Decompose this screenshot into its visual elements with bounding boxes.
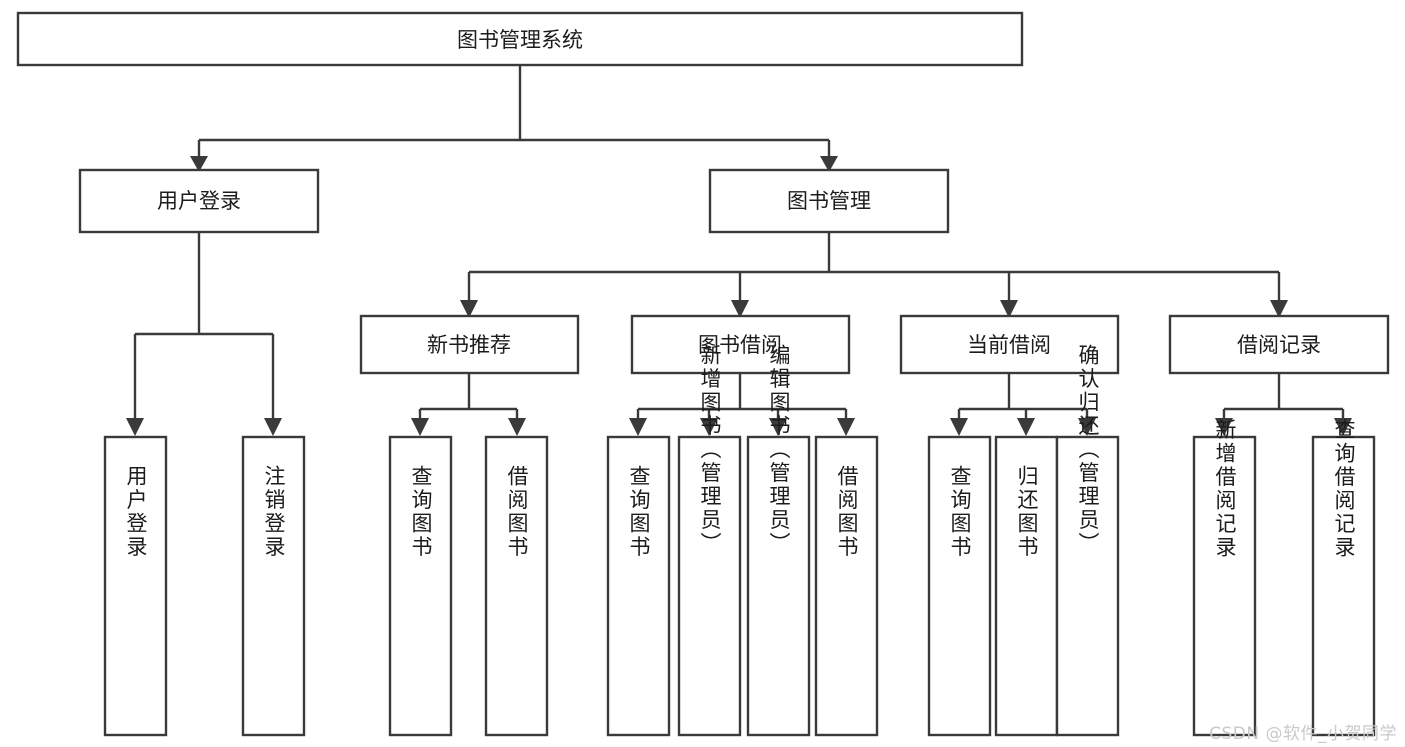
root-label: 图书管理系统 bbox=[457, 28, 583, 52]
edge-layer bbox=[126, 65, 1352, 436]
node-leaf-logout[interactable]: 注销登录 bbox=[241, 435, 306, 737]
arrow-to-leaf-query-book-1 bbox=[411, 418, 429, 436]
leaf-confirm-return-box[interactable] bbox=[1055, 435, 1120, 737]
node-leaf-query-book-3[interactable]: 查询图书 bbox=[927, 435, 992, 737]
arrow-to-leaf-query-record bbox=[1334, 418, 1352, 436]
edge-root-trunk bbox=[197, 65, 831, 160]
leaf-edit-book-box[interactable] bbox=[746, 435, 811, 737]
node-leaf-edit-book[interactable]: 编辑图书（管理员） bbox=[746, 344, 811, 737]
arrow-to-leaf-confirm-return bbox=[1078, 418, 1096, 436]
leaf-query-book-2-label: 查询图书 bbox=[627, 465, 651, 559]
arrow-to-leaf-user-login bbox=[126, 418, 144, 436]
arrow-to-leaf-borrow-book-2 bbox=[837, 418, 855, 436]
user-login-label: 用户登录 bbox=[157, 189, 241, 213]
borrow-record-label: 借阅记录 bbox=[1237, 333, 1321, 357]
borrow-record-box[interactable] bbox=[1168, 314, 1390, 375]
leaf-edit-book-label: 编辑图书（管理员） bbox=[767, 344, 791, 556]
leaf-user-login-label: 用户登录 bbox=[124, 465, 148, 559]
new-book-recommend-box[interactable] bbox=[359, 314, 580, 375]
leaf-query-record-box[interactable] bbox=[1311, 435, 1376, 737]
leaf-query-book-1-box[interactable] bbox=[388, 435, 453, 737]
arrow-to-current-borrow bbox=[1000, 300, 1018, 318]
node-leaf-borrow-book-2[interactable]: 借阅图书 bbox=[814, 435, 879, 737]
arrow-to-leaf-borrow-book-1 bbox=[508, 418, 526, 436]
leaf-confirm-return-label: 确认归还（管理员） bbox=[1076, 344, 1100, 556]
leaf-query-book-1-label: 查询图书 bbox=[409, 465, 433, 559]
node-leaf-return-book[interactable]: 归还图书 bbox=[994, 435, 1059, 737]
node-leaf-query-record[interactable]: 查询借阅记录 bbox=[1311, 419, 1376, 737]
arrow-to-leaf-return-book bbox=[1017, 418, 1035, 436]
book-borrow-box[interactable] bbox=[630, 314, 851, 375]
node-book-borrow[interactable]: 图书借阅 bbox=[630, 314, 851, 375]
edge-book-manage-trunk bbox=[467, 232, 1281, 306]
arrow-to-leaf-query-book-2 bbox=[629, 418, 647, 436]
leaf-query-book-3-box[interactable] bbox=[927, 435, 992, 737]
node-current-borrow[interactable]: 当前借阅 bbox=[899, 314, 1120, 375]
book-borrow-label: 图书借阅 bbox=[698, 333, 782, 357]
leaf-query-book-2-box[interactable] bbox=[606, 435, 671, 737]
current-borrow-box[interactable] bbox=[899, 314, 1120, 375]
leaf-query-book-3-label: 查询图书 bbox=[948, 465, 972, 559]
node-root[interactable]: 图书管理系统 bbox=[16, 11, 1024, 67]
node-new-book-recommend[interactable]: 新书推荐 bbox=[359, 314, 580, 375]
leaf-query-record-label: 查询借阅记录 bbox=[1332, 419, 1356, 560]
arrow-to-book-borrow bbox=[731, 300, 749, 318]
edge-borrow-record-trunk bbox=[1222, 373, 1345, 424]
node-leaf-add-record[interactable]: 新增借阅记录 bbox=[1192, 419, 1257, 737]
leaf-add-book-label: 新增图书（管理员） bbox=[698, 344, 722, 556]
leaf-logout-box[interactable] bbox=[241, 435, 306, 737]
leaf-user-login-box[interactable] bbox=[103, 435, 168, 737]
book-manage-box[interactable] bbox=[708, 168, 950, 234]
arrow-to-book-manage bbox=[820, 156, 838, 172]
leaf-return-book-label: 归还图书 bbox=[1015, 465, 1039, 559]
user-login-box[interactable] bbox=[78, 168, 320, 234]
leaf-borrow-book-2-box[interactable] bbox=[814, 435, 879, 737]
new-book-recommend-label: 新书推荐 bbox=[427, 333, 511, 357]
arrow-to-leaf-query-book-3 bbox=[950, 418, 968, 436]
book-manage-label: 图书管理 bbox=[787, 189, 871, 213]
csdn-watermark: CSDN @软件_小贺同学 bbox=[1209, 724, 1397, 744]
node-leaf-borrow-book-1[interactable]: 借阅图书 bbox=[484, 435, 549, 737]
node-leaf-add-book[interactable]: 新增图书（管理员） bbox=[677, 344, 742, 737]
leaf-add-book-box[interactable] bbox=[677, 435, 742, 737]
node-borrow-record[interactable]: 借阅记录 bbox=[1168, 314, 1390, 375]
edge-user-login-trunk bbox=[133, 232, 275, 424]
arrow-to-user-login bbox=[190, 156, 208, 172]
arrow-to-leaf-logout bbox=[264, 418, 282, 436]
arrow-to-new-book-recommend bbox=[460, 300, 478, 318]
edge-book-borrow-trunk bbox=[636, 373, 848, 424]
node-user-login[interactable]: 用户登录 bbox=[78, 168, 320, 234]
leaf-borrow-book-1-box[interactable] bbox=[484, 435, 549, 737]
node-leaf-confirm-return[interactable]: 确认归还（管理员） bbox=[1055, 344, 1120, 737]
node-leaf-query-book-1[interactable]: 查询图书 bbox=[388, 435, 453, 737]
node-leaf-query-book-2[interactable]: 查询图书 bbox=[606, 435, 671, 737]
leaf-add-record-label: 新增借阅记录 bbox=[1213, 419, 1237, 560]
arrow-to-leaf-add-book bbox=[700, 418, 718, 436]
leaf-borrow-book-1-label: 借阅图书 bbox=[505, 465, 529, 559]
arrow-to-leaf-edit-book bbox=[769, 418, 787, 436]
node-leaf-user-login[interactable]: 用户登录 bbox=[103, 435, 168, 737]
arrow-to-borrow-record bbox=[1270, 300, 1288, 318]
leaf-borrow-book-2-label: 借阅图书 bbox=[835, 465, 859, 559]
leaf-add-record-box[interactable] bbox=[1192, 435, 1257, 737]
leaf-return-book-box[interactable] bbox=[994, 435, 1059, 737]
edge-current-borrow-trunk bbox=[957, 373, 1089, 424]
root-box[interactable] bbox=[16, 11, 1024, 67]
leaf-logout-label: 注销登录 bbox=[262, 465, 286, 559]
node-book-manage[interactable]: 图书管理 bbox=[708, 168, 950, 234]
arrow-to-leaf-add-record bbox=[1215, 418, 1233, 436]
current-borrow-label: 当前借阅 bbox=[967, 333, 1051, 357]
edge-new-book-recommend-trunk bbox=[418, 373, 519, 424]
